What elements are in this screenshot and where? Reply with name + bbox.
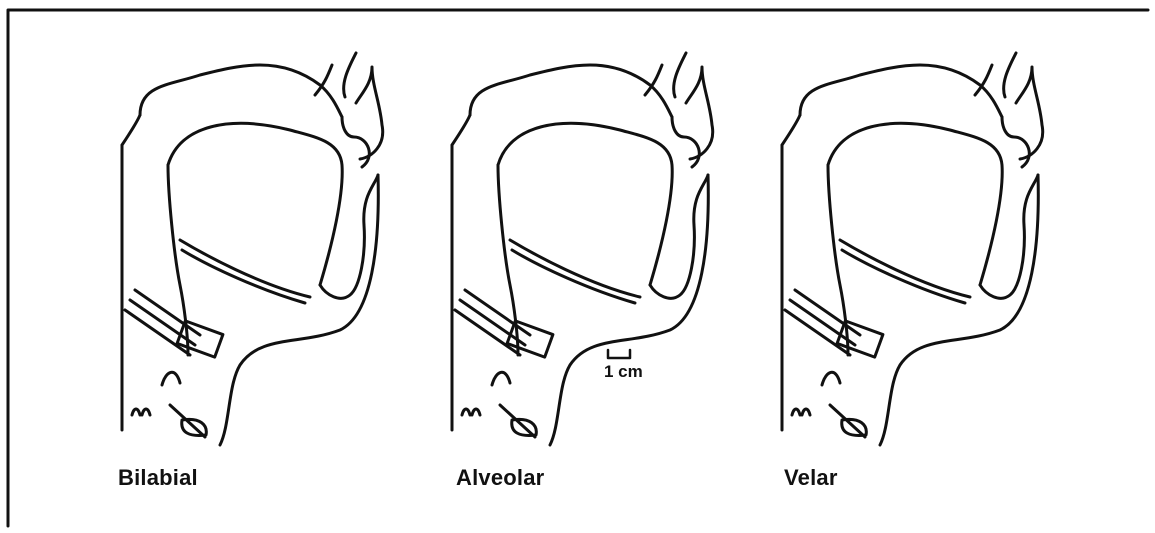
- scale-bar: [608, 350, 630, 358]
- bilabial-tract: [122, 53, 383, 445]
- panel-label-velar: Velar: [784, 465, 838, 491]
- figure-border: [8, 10, 1148, 526]
- panel-label-alveolar: Alveolar: [456, 465, 544, 491]
- scale-label: 1 cm: [604, 362, 643, 382]
- velar-tract: [782, 53, 1043, 445]
- alveolar-tract: [452, 53, 713, 445]
- panel-label-bilabial: Bilabial: [118, 465, 198, 491]
